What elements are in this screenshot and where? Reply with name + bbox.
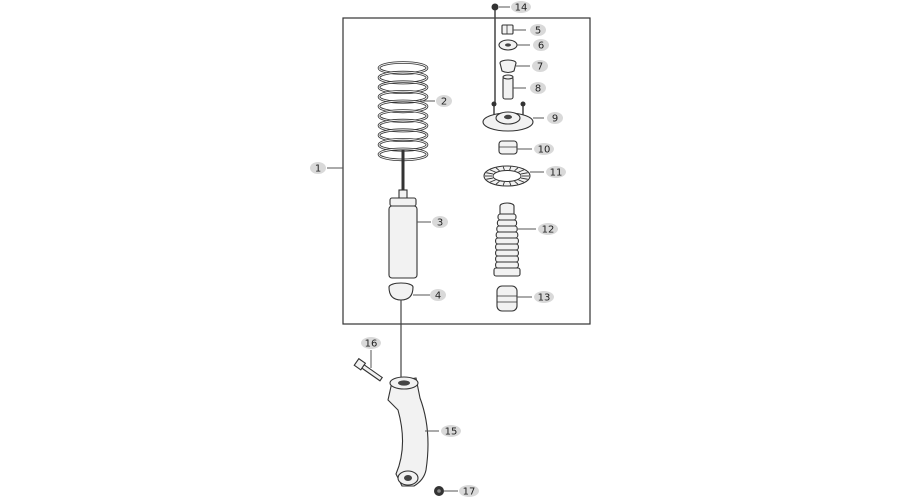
seat-ridge	[521, 177, 528, 180]
svg-text:6: 6	[538, 41, 544, 52]
callout-7: 7	[532, 60, 548, 73]
part-bearing	[498, 140, 518, 155]
callout-8: 8	[530, 82, 546, 95]
callout-13: 13	[534, 291, 554, 304]
spring-coil-highlight	[378, 129, 428, 142]
svg-text:2: 2	[441, 97, 447, 108]
svg-text:3: 3	[437, 218, 443, 229]
seat-ridge	[486, 172, 493, 175]
callout-4: 4	[430, 289, 446, 302]
seat-ridge	[502, 181, 505, 186]
seat-ridge	[489, 179, 496, 183]
callout-10: 10	[534, 143, 554, 156]
part-dust-boot	[493, 202, 521, 277]
seat-ridge	[502, 166, 505, 171]
svg-text:12: 12	[542, 225, 555, 236]
callout-9: 9	[547, 112, 563, 125]
part-lower-fork	[387, 376, 429, 487]
seat-ridge	[489, 169, 496, 173]
callout-3: 3	[432, 216, 448, 229]
boot-fold	[495, 255, 519, 263]
boot-fold	[495, 237, 519, 245]
callout-5: 5	[530, 24, 546, 37]
boot-fold	[495, 231, 519, 239]
svg-text:16: 16	[365, 339, 378, 350]
seat-ridge	[509, 166, 512, 171]
callout-6: 6	[533, 39, 549, 52]
part-bump-stop	[496, 285, 518, 312]
callout-11: 11	[546, 166, 566, 179]
part-lower-nut	[434, 486, 444, 496]
spring-coil-highlight	[378, 90, 428, 103]
part-top-mount	[482, 101, 534, 132]
part-nut	[501, 24, 514, 35]
leader-lines	[327, 6, 544, 492]
boot-fold	[495, 261, 519, 269]
callout-2: 2	[436, 95, 452, 108]
svg-text:14: 14	[515, 3, 528, 14]
seat-ridge	[514, 180, 519, 185]
svg-text:7: 7	[537, 62, 543, 73]
part-coil-spring	[377, 61, 429, 162]
part-washer	[498, 39, 518, 51]
svg-text:11: 11	[550, 168, 563, 179]
callout-12: 12	[538, 223, 558, 236]
part-spring-seat	[483, 165, 531, 187]
callout-1: 1	[310, 162, 326, 175]
boot-fold	[495, 243, 519, 251]
callout-14: 14	[511, 1, 531, 14]
part-shock-absorber	[388, 150, 418, 279]
callout-17: 17	[459, 485, 479, 498]
seat-ridge	[518, 169, 525, 173]
callout-15: 15	[441, 425, 461, 438]
part-bolt	[353, 357, 384, 382]
svg-text:4: 4	[435, 291, 441, 302]
svg-text:5: 5	[535, 26, 541, 37]
spring-coil-highlight	[378, 100, 428, 113]
seat-ridge	[486, 177, 493, 180]
svg-text:17: 17	[463, 487, 476, 498]
seat-ridge	[509, 181, 512, 186]
part-spacer-sleeve	[502, 74, 514, 100]
part-cup	[388, 282, 414, 301]
callout-labels: 1 2 3 4 5 6 7 8 9 10 11 12 13 14 15 16 1…	[310, 1, 566, 498]
part-bump-cap	[499, 59, 517, 74]
boot-fold	[496, 219, 518, 227]
seat-ridge	[514, 167, 519, 172]
svg-text:8: 8	[535, 84, 541, 95]
assembly-frame	[342, 17, 591, 325]
spring-coil-highlight	[378, 119, 428, 132]
svg-text:1: 1	[315, 164, 321, 175]
spring-coil-highlight	[378, 81, 428, 94]
boot-fold	[495, 249, 519, 257]
boot-fold	[496, 225, 518, 233]
seat-ridge	[518, 179, 525, 183]
spring-coil-highlight	[378, 71, 428, 84]
svg-text:10: 10	[538, 145, 551, 156]
boot-fold	[497, 213, 517, 221]
spring-coil-highlight	[378, 110, 428, 122]
spring-coil-highlight	[378, 62, 428, 74]
svg-text:9: 9	[552, 114, 558, 125]
seat-ridge	[495, 180, 500, 185]
part-stud	[491, 3, 499, 106]
seat-ridge	[495, 167, 500, 172]
seat-ridge	[521, 172, 528, 175]
svg-text:15: 15	[445, 427, 458, 438]
svg-text:13: 13	[538, 293, 551, 304]
callout-16: 16	[361, 337, 381, 350]
